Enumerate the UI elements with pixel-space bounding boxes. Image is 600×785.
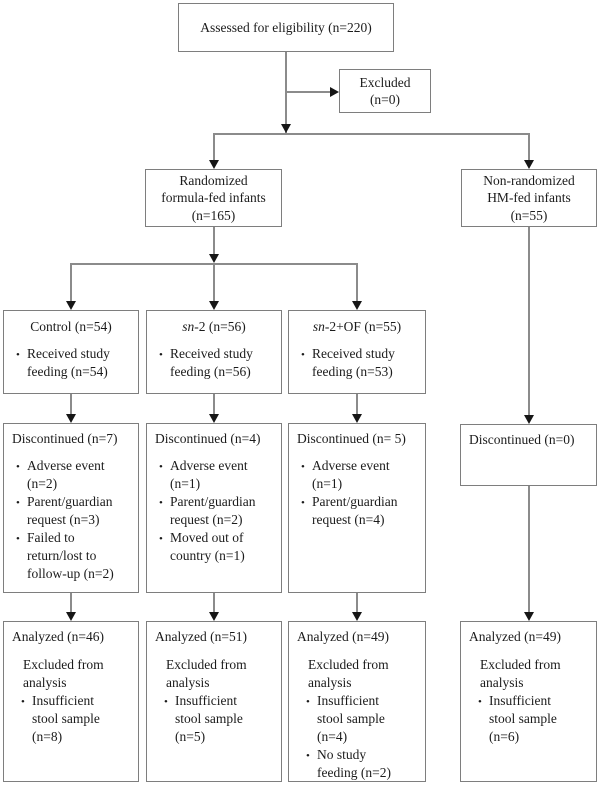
arrowhead-control [66, 301, 76, 310]
analyzed-sn2-subheading: Excluded from analysis [166, 657, 247, 690]
arm-sn2-of-heading-italic: sn [312, 319, 325, 334]
arm-sn2-of-heading-rest: -2+OF (n=55) [324, 319, 402, 334]
bullet-item: Received study feeding (n=54) [16, 345, 136, 381]
box-discontinued-hm: Discontinued (n=0) [460, 424, 597, 486]
connector-to-randomized [213, 134, 215, 160]
arm-sn2-bullets: Received study feeding (n=56) [147, 345, 281, 381]
discontinued-control-heading: Discontinued (n=7) [12, 431, 118, 446]
box-randomized: Randomized formula-fed infants (n=165) [145, 169, 282, 227]
non-randomized-text: Non-randomized HM-fed infants (n=55) [483, 172, 575, 223]
box-arm-sn2-of: sn-2+OF (n=55) Received study feeding (n… [288, 310, 426, 394]
bullet-item: Received study feeding (n=53) [301, 345, 423, 381]
arrowhead-control-discontinued [66, 414, 76, 423]
analyzed-sn2-bullets: Insufficient stool sample (n=5) [147, 692, 281, 746]
box-arm-sn2: sn-2 (n=56) Received study feeding (n=56… [146, 310, 282, 394]
bullet-item: Insufficient stool sample (n=8) [21, 692, 136, 746]
connector-sn2-to-analyzed [213, 593, 215, 612]
box-analyzed-sn2-of: Analyzed (n=49) Excluded from analysis I… [288, 621, 426, 782]
box-analyzed-hm: Analyzed (n=49) Excluded from analysis I… [460, 621, 597, 782]
arrowhead-arm-split [209, 254, 219, 263]
discontinued-sn2-heading: Discontinued (n=4) [155, 431, 261, 446]
analyzed-hm-bullets: Insufficient stool sample (n=6) [461, 692, 596, 746]
arrowhead-sn2-analyzed [209, 612, 219, 621]
arm-control-heading-rest: Control (n=54) [30, 319, 112, 334]
connector-excluded-branch [286, 91, 331, 93]
connector-control-to-discontinued [70, 394, 72, 414]
box-analyzed-control: Analyzed (n=46) Excluded from analysis I… [3, 621, 139, 782]
box-assessed-eligibility: Assessed for eligibility (n=220) [178, 3, 394, 52]
bullet-item: Moved out of country (n=1) [159, 529, 279, 565]
bullet-item: No study feeding (n=2) [306, 746, 423, 782]
box-excluded: Excluded (n=0) [339, 69, 431, 113]
connector-sn2-to-discontinued [213, 394, 215, 414]
bullet-item: Adverse event (n=1) [159, 457, 279, 493]
bullet-item: Parent/guardian request (n=2) [159, 493, 279, 529]
arrowhead-hm-analyzed [524, 612, 534, 621]
connector-to-control [70, 265, 72, 301]
bullet-item: Failed to return/lost to follow-up (n=2) [16, 529, 136, 583]
box-discontinued-sn2: Discontinued (n=4) Adverse event (n=1) P… [146, 423, 282, 593]
connector-hm-to-discontinued [528, 227, 530, 415]
bullet-item: Adverse event (n=1) [301, 457, 423, 493]
arm-sn2-of-heading: sn-2+OF (n=55) [289, 311, 425, 336]
arrowhead-hm-discontinued [524, 415, 534, 424]
arm-control-heading: Control (n=54) [4, 311, 138, 336]
arrowhead-sn2 [209, 301, 219, 310]
discontinued-hm-heading: Discontinued (n=0) [469, 432, 575, 447]
arrowhead-sn2-discontinued [209, 414, 219, 423]
discontinued-sn2-of-heading: Discontinued (n= 5) [297, 431, 406, 446]
discontinued-control-bullets: Adverse event (n=2) Parent/guardian requ… [4, 457, 138, 583]
arm-sn2-heading-italic: sn [182, 319, 195, 334]
bullet-item: Adverse event (n=2) [16, 457, 136, 493]
connector-split-level2 [213, 133, 530, 135]
bullet-item: Received study feeding (n=56) [159, 345, 279, 381]
analyzed-hm-heading: Analyzed (n=49) [469, 629, 561, 644]
analyzed-sn2-of-bullets: Insufficient stool sample (n=4) No study… [289, 692, 425, 782]
connector-to-non-randomized [528, 134, 530, 160]
connector-hm-to-analyzed [528, 486, 530, 612]
box-arm-control: Control (n=54) Received study feeding (n… [3, 310, 139, 394]
arrowhead-assessed-split [281, 124, 291, 133]
arm-sn2-of-bullets: Received study feeding (n=53) [289, 345, 425, 381]
bullet-item: Parent/guardian request (n=3) [16, 493, 136, 529]
connector-sn2-of-to-analyzed [356, 593, 358, 612]
bullet-item: Insufficient stool sample (n=4) [306, 692, 423, 746]
analyzed-control-subheading: Excluded from analysis [23, 657, 104, 690]
box-non-randomized: Non-randomized HM-fed infants (n=55) [461, 169, 597, 227]
box-discontinued-sn2-of: Discontinued (n= 5) Adverse event (n=1) … [288, 423, 426, 593]
connector-sn2-of-to-discontinued [356, 394, 358, 414]
analyzed-control-bullets: Insufficient stool sample (n=8) [4, 692, 138, 746]
excluded-text: Excluded (n=0) [359, 74, 411, 108]
arm-sn2-heading: sn-2 (n=56) [147, 311, 281, 336]
analyzed-hm-subheading: Excluded from analysis [480, 657, 561, 690]
connector-to-sn2 [213, 265, 215, 301]
randomized-text: Randomized formula-fed infants (n=165) [161, 172, 266, 223]
bullet-item: Parent/guardian request (n=4) [301, 493, 423, 529]
connector-randomized-down [213, 227, 215, 254]
analyzed-sn2-of-subheading: Excluded from analysis [308, 657, 389, 690]
bullet-item: Insufficient stool sample (n=5) [164, 692, 279, 746]
bullet-item: Insufficient stool sample (n=6) [478, 692, 594, 746]
arrowhead-randomized [209, 160, 219, 169]
connector-split-arms [70, 263, 358, 265]
discontinued-sn2-bullets: Adverse event (n=1) Parent/guardian requ… [147, 457, 281, 565]
arrowhead-sn2-of [352, 301, 362, 310]
box-analyzed-sn2: Analyzed (n=51) Excluded from analysis I… [146, 621, 282, 782]
arrowhead-non-randomized [524, 160, 534, 169]
arrowhead-sn2-of-analyzed [352, 612, 362, 621]
arrowhead-sn2-of-discontinued [352, 414, 362, 423]
analyzed-sn2-of-heading: Analyzed (n=49) [297, 629, 389, 644]
arm-sn2-heading-rest: -2 (n=56) [194, 319, 246, 334]
arm-control-bullets: Received study feeding (n=54) [4, 345, 138, 381]
connector-to-sn2-of [356, 265, 358, 301]
assessed-text: Assessed for eligibility (n=220) [200, 19, 372, 35]
analyzed-control-heading: Analyzed (n=46) [12, 629, 104, 644]
discontinued-sn2-of-bullets: Adverse event (n=1) Parent/guardian requ… [289, 457, 425, 529]
arrowhead-excluded [330, 87, 339, 97]
connector-control-to-analyzed [70, 593, 72, 612]
analyzed-sn2-heading: Analyzed (n=51) [155, 629, 247, 644]
arrowhead-control-analyzed [66, 612, 76, 621]
box-discontinued-control: Discontinued (n=7) Adverse event (n=2) P… [3, 423, 139, 593]
